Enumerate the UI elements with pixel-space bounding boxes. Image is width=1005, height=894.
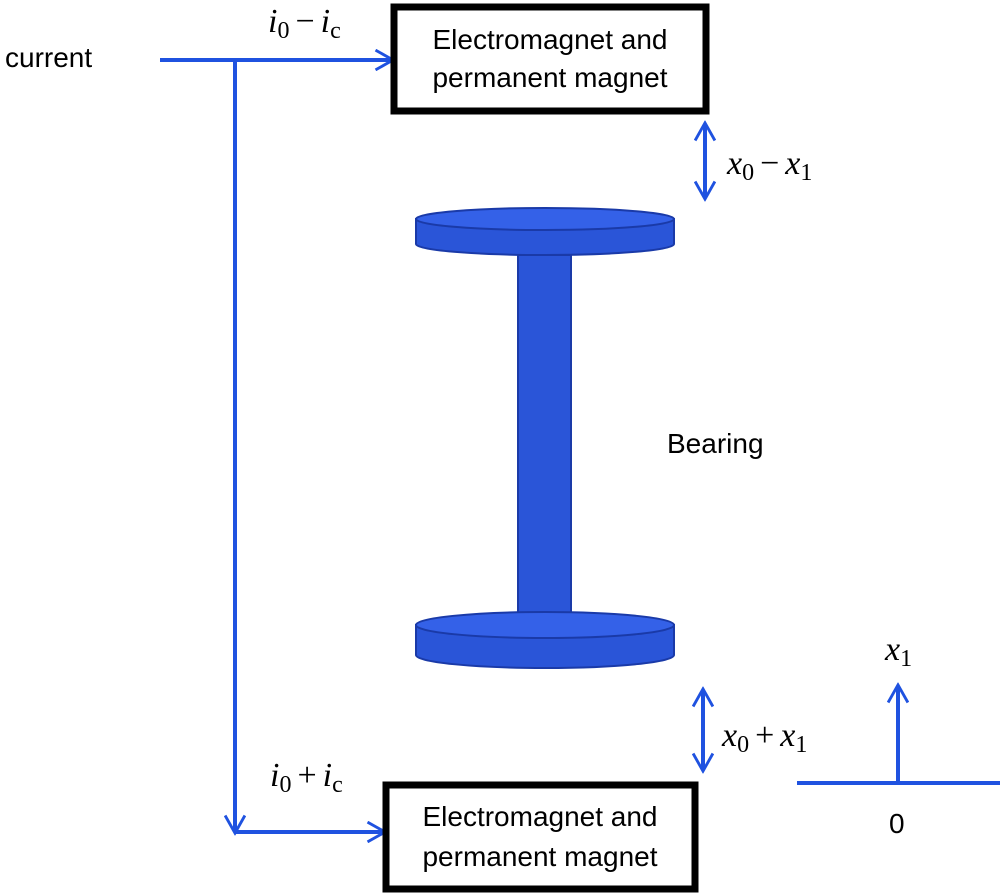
bearing-label: Bearing: [667, 428, 764, 459]
x1-axis-indicator: x1 0: [797, 631, 1000, 839]
axis-origin-label: 0: [889, 808, 905, 839]
top-current-expression: i0−ic: [268, 3, 341, 44]
bottom-magnet-line2: permanent magnet: [422, 841, 657, 872]
current-wires: [160, 60, 392, 832]
bearing-top-disk-face: [415, 207, 675, 231]
bearing-bottom-disk-face: [415, 611, 675, 639]
bearing-shaft: [517, 254, 572, 616]
top-magnet-line2: permanent magnet: [432, 62, 667, 93]
current-label: current: [5, 42, 92, 73]
bottom-magnet-frame: [382, 781, 699, 893]
top-magnet-frame: [390, 3, 710, 115]
bottom-magnet-line1: Electromagnet and: [422, 801, 657, 832]
axis-label: x1: [884, 631, 912, 672]
top-magnet-box: Electromagnet and permanent magnet: [390, 3, 710, 115]
bottom-gap-expression: x0+x1: [721, 717, 807, 758]
top-gap-expression: x0−x1: [726, 145, 812, 186]
bottom-current-expression: i0+ic: [270, 757, 343, 798]
bottom-magnet-box: Electromagnet and permanent magnet: [382, 781, 699, 893]
top-magnet-line1: Electromagnet and: [432, 24, 667, 55]
bearing-shape: [415, 207, 675, 669]
